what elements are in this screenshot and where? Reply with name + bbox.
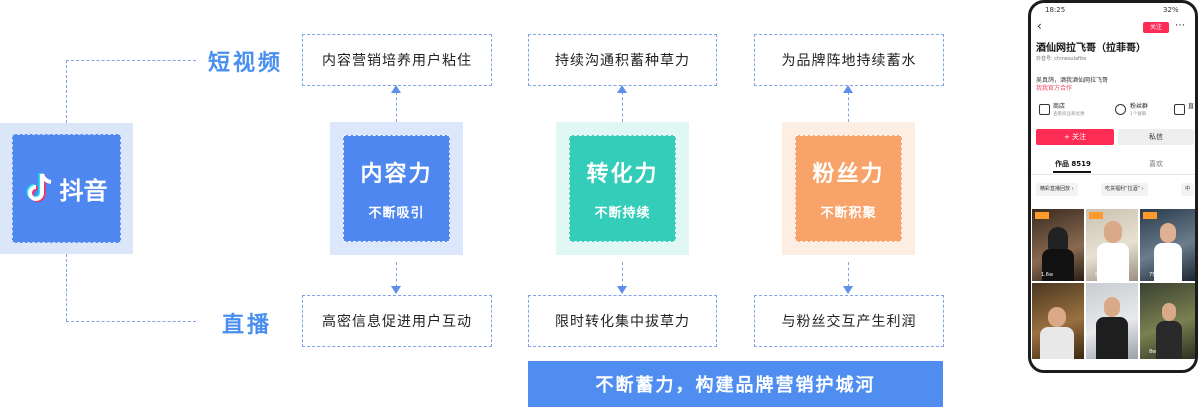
shortcut-fans-label[interactable]: 粉丝群	[1130, 103, 1149, 110]
bio-text: 吴真鸽，酒我酒仙网拉飞哥	[1036, 77, 1109, 84]
arrow-down-conversion	[622, 262, 623, 287]
bottom-box-fans: 与粉丝交互产生利润	[754, 295, 944, 347]
person-body-5	[1096, 317, 1128, 359]
back-icon[interactable]: ‹	[1037, 19, 1042, 33]
video-thumb-5[interactable]	[1086, 283, 1138, 359]
douyin-id: 抖音号: chinesulafite	[1036, 56, 1087, 62]
chip-live-replay-label: 精彩直播回放	[1040, 186, 1071, 192]
chip-live-replay[interactable]: 精彩直播回放 ›	[1036, 183, 1078, 196]
card-content-outer: 内容力 不断吸引	[330, 122, 463, 255]
bottom-box-conversion: 限时转化集中拔草力	[528, 295, 717, 347]
pin-badge-3	[1143, 212, 1157, 219]
card-conversion-sub: 不断持续	[594, 206, 651, 221]
shop-icon	[1039, 104, 1050, 115]
arrowhead-up-fans	[843, 85, 853, 93]
top-box-fans: 为品牌阵地持续蓄水	[754, 34, 944, 86]
summary-banner: 不断蓄力，构建品牌营销护城河	[528, 361, 943, 407]
logo-card: 抖音	[12, 134, 121, 243]
person-silhouette-6	[1162, 303, 1176, 321]
card-fans-title: 粉丝力	[812, 162, 885, 187]
row-label-short-video: 短视频	[208, 51, 284, 76]
arrow-up-content	[396, 92, 397, 122]
arrowhead-down-fans	[843, 286, 853, 294]
person-body-1	[1042, 249, 1074, 281]
card-fans-sub: 不断积聚	[820, 206, 877, 221]
shortcut-shop-label[interactable]: 商店	[1053, 103, 1066, 110]
chip-foodie-label: 吃货福利“拉酒”	[1105, 186, 1141, 192]
like-count-3: 75.4w	[1149, 272, 1165, 278]
shortcut-fans-sub: 1个群聊	[1130, 112, 1147, 117]
person-body-2	[1097, 243, 1129, 281]
connector-top	[66, 60, 196, 61]
pin-badge-1	[1035, 212, 1049, 219]
follow-main-button[interactable]: + 关注	[1036, 129, 1114, 145]
logo-text: 抖音	[59, 177, 108, 205]
tab-likes[interactable]: 喜欢	[1149, 160, 1163, 168]
pin-badge-2	[1089, 212, 1103, 219]
bottom-box-content: 高密信息促进用户互动	[302, 295, 492, 347]
card-content-title: 内容力	[360, 162, 433, 187]
video-thumb-3[interactable]: 75.4w	[1140, 209, 1195, 281]
person-body-4	[1040, 327, 1074, 359]
card-fans: 粉丝力 不断积聚	[795, 135, 902, 242]
video-thumb-4[interactable]	[1032, 283, 1084, 359]
arrow-up-conversion	[622, 92, 623, 122]
bio-link[interactable]: 我我官方合作	[1036, 85, 1073, 92]
card-conversion-outer: 转化力 不断持续	[556, 122, 689, 255]
more-icon[interactable]: ⋯	[1175, 20, 1185, 31]
profile-name: 酒仙网拉飞哥（拉菲哥）	[1036, 43, 1146, 54]
shortcut-live-label[interactable]: 直	[1188, 103, 1195, 110]
person-silhouette-5	[1104, 297, 1120, 317]
chip-more-label: 中	[1185, 186, 1191, 192]
person-silhouette-2	[1104, 221, 1122, 243]
arrowhead-down-conversion	[617, 286, 627, 294]
arrow-down-content	[396, 262, 397, 287]
card-conversion-title: 转化力	[586, 162, 659, 187]
tab-works[interactable]: 作品 8519	[1055, 160, 1091, 168]
chip-more[interactable]: 中	[1181, 183, 1195, 196]
status-battery: 32%	[1163, 6, 1179, 14]
person-silhouette-3	[1160, 223, 1176, 243]
card-conversion: 转化力 不断持续	[569, 135, 676, 242]
tiktok-note-icon	[26, 172, 54, 206]
like-count-2: 5.3w	[1095, 272, 1108, 278]
connector-down	[66, 254, 67, 321]
tab-divider	[1031, 174, 1195, 175]
chip-foodie[interactable]: 吃货福利“拉酒” ›	[1101, 183, 1148, 196]
video-thumb-1[interactable]: 1.6w	[1032, 209, 1084, 281]
shortcut-shop-sub: 查看商品和优惠	[1053, 112, 1085, 117]
arrowhead-up-conversion	[617, 85, 627, 93]
fans-group-icon	[1115, 104, 1126, 115]
card-content-sub: 不断吸引	[368, 206, 425, 221]
card-content: 内容力 不断吸引	[343, 135, 450, 242]
like-count-6: 8w	[1149, 349, 1157, 355]
message-button[interactable]: 私信	[1118, 129, 1194, 145]
top-box-conversion: 持续沟通积蓄种草力	[528, 34, 717, 86]
arrow-down-fans	[848, 262, 849, 287]
person-body-6	[1156, 321, 1182, 359]
top-box-content: 内容营销培养用户粘住	[302, 34, 492, 86]
video-thumb-6[interactable]: 8w	[1140, 283, 1195, 359]
person-silhouette-1	[1048, 227, 1068, 251]
arrow-up-fans	[848, 92, 849, 122]
live-icon	[1174, 104, 1185, 115]
card-fans-outer: 粉丝力 不断积聚	[782, 122, 915, 255]
connector-bottom	[66, 321, 196, 322]
status-time: 18:25	[1045, 6, 1066, 14]
arrowhead-up-content	[391, 85, 401, 93]
connector-up	[66, 60, 67, 123]
follow-top-button[interactable]: 关注	[1143, 22, 1169, 33]
person-body-3	[1154, 243, 1182, 281]
like-count-1: 1.6w	[1041, 272, 1054, 278]
phone-mockup: 18:25 32% ‹ 关注 ⋯ 酒仙网拉飞哥（拉菲哥） 抖音号: chines…	[1028, 0, 1198, 373]
video-thumb-2[interactable]: 5.3w	[1086, 209, 1138, 281]
person-silhouette-4	[1048, 307, 1066, 327]
tab-works-underline	[1053, 171, 1091, 173]
arrowhead-down-content	[391, 286, 401, 294]
row-label-live: 直播	[222, 313, 273, 338]
